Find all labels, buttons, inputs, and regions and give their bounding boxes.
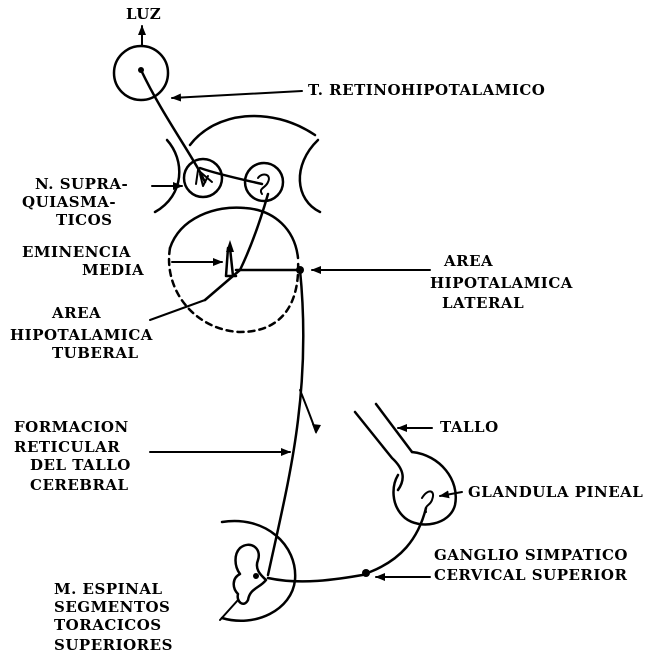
- ganglio-label-1: GANGLIO SIMPATICO: [434, 546, 628, 564]
- lateral-label-2: HIPOTALAMICA: [430, 274, 573, 292]
- espinal-label-4: SUPERIORES: [54, 636, 173, 654]
- ganglion-node: [362, 569, 370, 577]
- median-eminence-cell: [226, 248, 236, 276]
- ganglio-label-2: CERVICAL SUPERIOR: [434, 566, 627, 584]
- lateral-label-1: AREA: [443, 252, 493, 270]
- tallo-label: TALLO: [440, 418, 499, 436]
- retinohypothalamic-tract: [141, 70, 205, 182]
- preganglionic-fiber: [268, 574, 368, 581]
- supra-label-1: N. SUPRA-: [35, 175, 128, 193]
- formacion-label-4: CEREBRAL: [30, 476, 129, 494]
- spinal-gray-matter: [234, 545, 266, 604]
- postganglionic-fiber: [370, 508, 426, 572]
- eminencia-label-2: MEDIA: [82, 261, 144, 279]
- right-hemisphere-arc: [300, 140, 320, 212]
- eminencia-label-1: EMINENCIA: [22, 243, 131, 261]
- tuberal-label-1: AREA: [51, 304, 101, 322]
- formacion-label-2: RETICULAR: [14, 438, 120, 456]
- pineal-arrow: [440, 492, 462, 496]
- hypothalamus-outline-solid: [170, 208, 298, 258]
- descending-reticular-fiber: [268, 270, 303, 575]
- tuberal-label-3: TUBERAL: [52, 344, 139, 362]
- espinal-label-3: TORACICOS: [54, 616, 162, 634]
- espinal-pointer: [220, 600, 238, 620]
- lateral-label-3: LATERAL: [442, 294, 524, 312]
- hypothalamus-outline-dashed: [169, 248, 298, 332]
- reticular-branch-tip: [312, 424, 321, 434]
- formacion-label-1: FORMACION: [14, 418, 129, 436]
- supra-label-2: QUIASMA-: [22, 193, 116, 211]
- tuberal-label-2: HIPOTALAMICA: [10, 326, 153, 344]
- retinohypothalamic-tract-branch: [200, 168, 262, 184]
- pineal-label: GLANDULA PINEAL: [468, 483, 643, 501]
- espinal-label-2: SEGMENTOS: [54, 598, 170, 616]
- espinal-label-1: M. ESPINAL: [54, 580, 163, 598]
- spinal-cell: [253, 573, 259, 579]
- pineal-cells: [422, 491, 433, 512]
- optic-chiasm-arc: [190, 116, 315, 145]
- luz-label: LUZ: [126, 5, 161, 23]
- left-hemisphere-arc: [155, 140, 179, 212]
- median-eminence-tip: [226, 240, 234, 252]
- supra-label-3: TICOS: [56, 211, 113, 229]
- tract-label: T. RETINOHIPOTALAMICO: [308, 81, 545, 99]
- formacion-label-3: DEL TALLO: [30, 456, 131, 474]
- tract-arrow: [172, 91, 302, 98]
